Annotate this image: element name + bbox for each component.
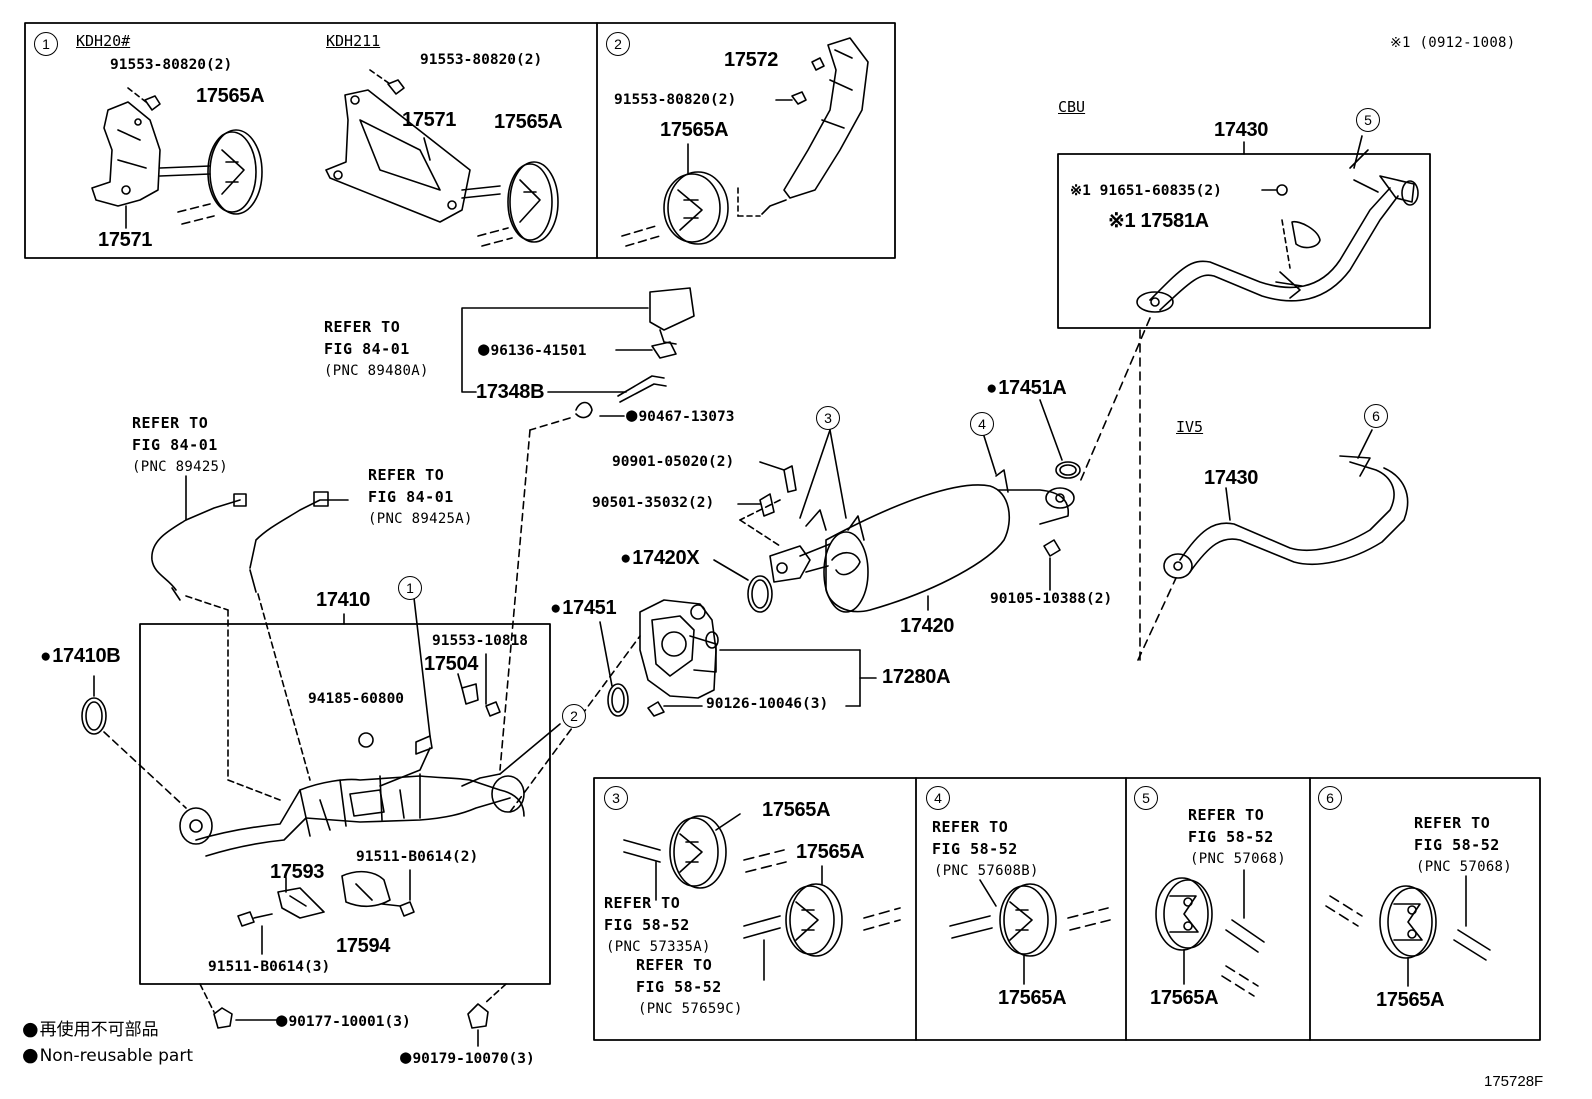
refer-to-pnc: (PNC 57608B)	[934, 863, 1039, 879]
section-cbu: CBU	[1058, 98, 1086, 116]
refer-to-label: REFER TO	[932, 818, 1009, 836]
part-label: ※1 17581A	[1108, 210, 1209, 232]
marker-3: 3	[604, 786, 628, 810]
marker-6: 6	[1318, 786, 1342, 810]
part-label: 90105-10388(2)	[990, 591, 1113, 607]
part-label: 17565A	[1376, 989, 1445, 1011]
part-label: 17430	[1204, 467, 1259, 489]
refer-to-pnc: (PNC 89425)	[132, 459, 229, 475]
part-label: 94185-60800	[308, 691, 405, 707]
section-iv5: IV5	[1176, 418, 1204, 436]
part-label: 91553-80820(2)	[110, 57, 233, 73]
refer-to-fig: FIG 58-52	[932, 840, 1018, 858]
part-label: 90467-13073	[626, 406, 734, 425]
refer-to-label: REFER TO	[132, 414, 209, 432]
part-label: 17565A	[1150, 987, 1219, 1009]
part-label: 91553-80820(2)	[420, 52, 543, 68]
refer-to-pnc: (PNC 57068)	[1190, 851, 1287, 867]
marker-5: 5	[1356, 108, 1380, 132]
refer-to-pnc: (PNC 89480A)	[324, 363, 429, 379]
figure-id: 175728F	[1484, 1073, 1544, 1090]
part-label: 17571	[402, 109, 457, 131]
part-label: 17348B	[476, 381, 545, 403]
part-label: 17593	[270, 861, 325, 883]
marker-5: 5	[1134, 786, 1158, 810]
part-label: 17565A	[998, 987, 1067, 1009]
part-label: 17420	[900, 615, 955, 637]
refer-to-label: REFER TO	[1414, 814, 1491, 832]
part-label: 17451A	[986, 378, 1067, 398]
part-label: 90177-10001(3)	[276, 1011, 410, 1030]
part-label: 17451	[550, 598, 616, 618]
part-label: 17420X	[620, 548, 699, 568]
refer-to-fig: FIG 58-52	[636, 978, 722, 996]
part-label: 91553-80820(2)	[614, 92, 737, 108]
part-label: 17565A	[494, 111, 563, 133]
refer-to-label: REFER TO	[604, 894, 681, 912]
part-label: 17565A	[796, 841, 865, 863]
date-note: ※1 (0912-1008)	[1390, 35, 1516, 51]
marker-2: 2	[562, 704, 586, 728]
part-label: 96136-41501	[478, 340, 586, 359]
refer-to-label: REFER TO	[368, 466, 445, 484]
marker-4: 4	[970, 412, 994, 436]
refer-to-fig: FIG 58-52	[604, 916, 690, 934]
part-label: 17565A	[196, 85, 265, 107]
legend-non-reusable-en: Non-reusable part	[22, 1046, 193, 1065]
part-label: 90179-10070(3)	[400, 1048, 534, 1067]
part-label: 17565A	[660, 119, 729, 141]
marker-1: 1	[34, 32, 58, 56]
refer-to-pnc: (PNC 89425A)	[368, 511, 473, 527]
marker-4: 4	[926, 786, 950, 810]
refer-to-fig: FIG 58-52	[1414, 836, 1500, 854]
part-label: 17594	[336, 935, 391, 957]
refer-to-fig: FIG 84-01	[324, 340, 410, 358]
refer-to-fig: FIG 58-52	[1188, 828, 1274, 846]
refer-to-fig: FIG 84-01	[368, 488, 454, 506]
marker-6: 6	[1364, 404, 1388, 428]
refer-to-pnc: (PNC 57068)	[1416, 859, 1513, 875]
refer-to-label: REFER TO	[1188, 806, 1265, 824]
marker-1: 1	[398, 576, 422, 600]
part-label: 17572	[724, 49, 779, 71]
part-label: 90901-05020(2)	[612, 454, 735, 470]
part-label: ※1 91651-60835(2)	[1070, 183, 1222, 199]
refer-to-pnc: (PNC 57335A)	[606, 939, 711, 955]
marker-3: 3	[816, 406, 840, 430]
refer-to-fig: FIG 84-01	[132, 436, 218, 454]
part-label: 91511-B0614(3)	[208, 959, 331, 975]
part-label: 17410B	[40, 646, 121, 666]
part-label: 91553-10818	[432, 633, 529, 649]
part-label: 90501-35032(2)	[592, 495, 715, 511]
refer-to-label: REFER TO	[636, 956, 713, 974]
part-label: 91511-B0614(2)	[356, 849, 479, 865]
refer-to-label: REFER TO	[324, 318, 401, 336]
legend-non-reusable-jp: 再使用不可部品	[22, 1020, 159, 1039]
marker-2: 2	[606, 32, 630, 56]
part-label: 17565A	[762, 799, 831, 821]
section-kdh211: KDH211	[326, 32, 381, 50]
part-label: 17504	[424, 653, 479, 675]
section-kdh20: KDH20#	[76, 32, 131, 50]
part-label: 17571	[98, 229, 153, 251]
part-label: 17430	[1214, 119, 1269, 141]
refer-to-pnc: (PNC 57659C)	[638, 1001, 743, 1017]
part-label: 90126-10046(3)	[706, 696, 829, 712]
part-label: 17280A	[882, 666, 951, 688]
part-label: 17410	[316, 589, 371, 611]
